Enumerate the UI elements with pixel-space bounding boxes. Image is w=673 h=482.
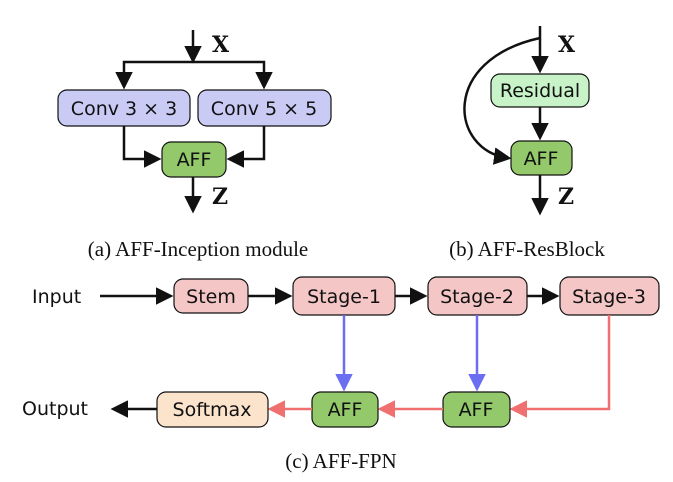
stem-node: Stem (173, 278, 249, 314)
panel-b-output-var: Z (558, 184, 574, 210)
conv5-node: Conv 5 × 5 (197, 89, 332, 127)
edge-a-split-right (193, 60, 273, 90)
panel-b-caption: (b) AFF-ResBlock (449, 237, 605, 261)
panel-a-input-var: X (212, 32, 230, 58)
conv3-label: Conv 3 × 3 (71, 98, 177, 120)
edge-c-stage3-aff (509, 315, 611, 418)
panel-a-inception: X Conv 3 × 3 Conv 5 × 5 AFF Z (a) AFF-In… (57, 30, 332, 261)
panel-a-aff-label: AFF (177, 149, 212, 171)
panel-b-input-var: X (558, 32, 576, 58)
stage1-node: Stage-1 (292, 276, 396, 316)
fpn-aff-node-2: AFF (442, 391, 511, 428)
output-label: Output (22, 398, 88, 420)
stage3-node: Stage-3 (559, 276, 660, 316)
panel-b-resblock: X Residual AFF Z (b) AFF-ResBlock (449, 26, 605, 261)
edge-b-skip (463, 36, 541, 165)
stem-label: Stem (186, 286, 236, 308)
panel-a-caption: (a) AFF-Inception module (88, 237, 308, 261)
panel-c-caption: (c) AFF-FPN (285, 449, 396, 473)
residual-node: Residual (490, 73, 590, 108)
fpn-aff-label-2: AFF (459, 399, 494, 421)
panel-a-aff-node: AFF (161, 141, 227, 178)
conv3-node: Conv 3 × 3 (57, 89, 191, 127)
edge-a-split-left (115, 60, 193, 90)
panel-c-fpn: Input Stem Stage-1 Stage-2 Stage-3 AFF (22, 276, 660, 473)
panel-a-output-var: Z (212, 184, 228, 210)
stage2-label: Stage-2 (440, 286, 514, 308)
panel-b-aff-node: AFF (510, 140, 573, 176)
softmax-label: Softmax (173, 399, 252, 421)
residual-label: Residual (500, 80, 580, 102)
stage3-label: Stage-3 (572, 286, 646, 308)
edge-a-conv3-aff (122, 126, 162, 168)
stage2-node: Stage-2 (427, 276, 528, 316)
fpn-aff-label-1: AFF (328, 399, 363, 421)
input-label: Input (32, 286, 81, 308)
stage1-label: Stage-1 (307, 286, 381, 308)
fpn-aff-node-1: AFF (311, 391, 379, 428)
conv5-label: Conv 5 × 5 (211, 98, 317, 120)
softmax-node: Softmax (156, 391, 269, 428)
edge-a-conv5-aff (226, 126, 266, 168)
panel-b-aff-label: AFF (524, 148, 559, 170)
